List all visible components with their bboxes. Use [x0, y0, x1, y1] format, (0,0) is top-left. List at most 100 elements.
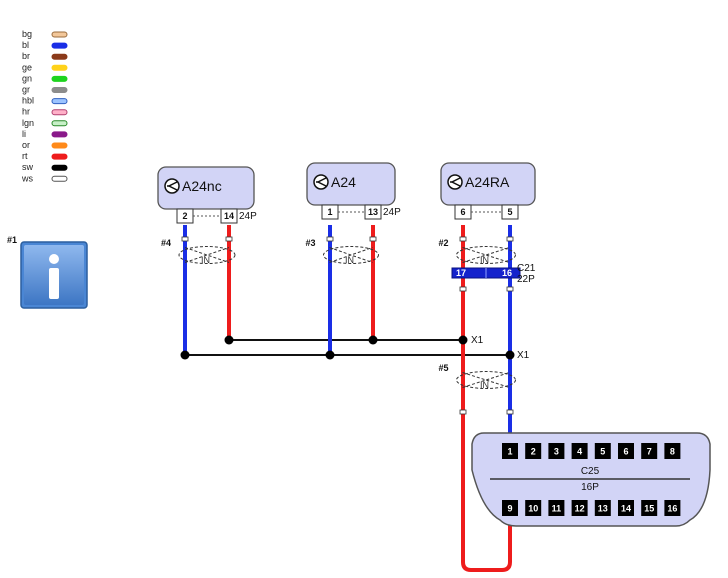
- c21-pin-16: 16: [502, 268, 512, 278]
- component-name: A24: [331, 174, 356, 190]
- c25-pin-6[interactable]: [618, 443, 634, 459]
- c25-pin-10[interactable]: [525, 500, 542, 516]
- c25-pin-label: 15: [644, 504, 654, 514]
- c21-pin-17: 17: [456, 268, 466, 278]
- pin-box: [220, 208, 238, 224]
- legend-swatch-gr: [51, 87, 68, 93]
- legend-swatch-ge: [51, 64, 68, 71]
- c25-pin-label: 5: [600, 447, 605, 457]
- c25-pin-2[interactable]: [525, 443, 542, 459]
- pin-number: 6: [460, 207, 465, 217]
- info-marker: #1: [7, 235, 17, 245]
- legend-swatch-sw: [51, 164, 68, 171]
- legend-code-sw: sw: [22, 162, 34, 172]
- legend-swatch-bg: [51, 31, 68, 38]
- c25-pin-label: 16: [667, 504, 677, 514]
- info-icon[interactable]: [20, 241, 88, 309]
- c25-pin-13[interactable]: [594, 500, 611, 516]
- c25-pin-11[interactable]: [548, 500, 565, 516]
- c25-pin-label: 14: [621, 504, 631, 514]
- pin-box: [501, 204, 519, 220]
- legend-code-br: br: [22, 51, 30, 61]
- sensor-icon: [447, 174, 463, 190]
- twist-marker: #5: [439, 363, 449, 373]
- twisted-pair-lower: IN #5: [439, 363, 516, 390]
- splice-label-x1-upper: X1: [471, 335, 484, 346]
- splice-dot-x1-blue[interactable]: [505, 350, 515, 360]
- c25-pin-label: 10: [528, 504, 538, 514]
- wire-c25-pin9-red-loop[interactable]: [461, 340, 512, 572]
- wire-tick: [506, 286, 514, 292]
- legend-swatch-gn: [51, 75, 68, 82]
- twisted-pair-a24ra: IN#2: [439, 238, 516, 265]
- wire-tick: [506, 236, 514, 242]
- c25-pin-12[interactable]: [571, 500, 588, 516]
- legend-code-gn: gn: [22, 73, 32, 83]
- c25-pin-label: 8: [670, 447, 675, 457]
- c25-label: C25: [581, 466, 600, 477]
- c25-pin-label: 6: [623, 447, 628, 457]
- pin-number: 2: [182, 211, 187, 221]
- c25-pin-16[interactable]: [664, 500, 681, 516]
- legend-swatch-hbl: [51, 98, 68, 105]
- wire-tick: [225, 236, 233, 242]
- c25-pin-3[interactable]: [548, 443, 565, 459]
- legend-swatch-hr: [51, 109, 68, 116]
- c25-pin-label: 13: [598, 504, 608, 514]
- wire-tick: [181, 236, 189, 242]
- c25-pin-count: 16P: [581, 482, 599, 493]
- component-a24ra[interactable]: A24RA 6 5: [440, 162, 536, 220]
- splice-dot: [224, 335, 234, 345]
- wire-tick: [369, 236, 377, 242]
- legend-swatch-or: [51, 142, 68, 149]
- pin-number: 13: [368, 207, 378, 217]
- component-a24[interactable]: A24 1 13 24P: [306, 162, 401, 220]
- pin-box: [364, 204, 382, 220]
- legend-swatch-ws: [51, 175, 68, 182]
- pin-number: 1: [327, 207, 332, 217]
- c25-pin-label: 2: [531, 447, 536, 457]
- c25-pin-15[interactable]: [641, 500, 658, 516]
- c25-pin-4[interactable]: [571, 443, 588, 459]
- c25-pin-7[interactable]: [641, 443, 658, 459]
- legend-swatch-br: [51, 53, 68, 60]
- component-name: A24RA: [465, 174, 510, 190]
- legend-code-gr: gr: [22, 85, 30, 95]
- legend-swatch-bl: [51, 42, 68, 49]
- legend-code-hbl: hbl: [22, 96, 34, 106]
- c25-pin-5[interactable]: [594, 443, 611, 459]
- twist-label: IN: [480, 380, 489, 390]
- inline-connector-c21[interactable]: 17 16 C21 22P: [451, 263, 536, 285]
- splice-dot: [368, 335, 378, 345]
- c25-pin-label: 3: [554, 447, 559, 457]
- c25-pin-8[interactable]: [664, 443, 681, 459]
- wire-tick: [459, 236, 467, 242]
- legend-code-rt: rt: [22, 151, 28, 161]
- twist-marker: #2: [439, 238, 449, 248]
- c25-pin-label: 12: [575, 504, 585, 514]
- c25-pin-9[interactable]: [502, 500, 518, 516]
- twist-marker: #4: [161, 238, 171, 248]
- pin-count: 24P: [383, 207, 401, 218]
- c25-pin-1[interactable]: [502, 443, 518, 459]
- pin-number: 5: [507, 207, 512, 217]
- twisted-pair-a24nc: IN#4: [161, 238, 236, 265]
- legend-code-ge: ge: [22, 62, 32, 72]
- splice-label-x1-lower: X1: [517, 350, 530, 361]
- twisted-pair-group: IN#4IN#3IN#2IN#5: [161, 238, 516, 390]
- c25-pin-14[interactable]: [618, 500, 634, 516]
- pin-count: 24P: [239, 211, 257, 222]
- legend-code-li: li: [22, 129, 26, 139]
- c21-label: C21: [517, 263, 536, 274]
- legend-swatch-li: [51, 131, 68, 138]
- splice-dot-x1-red[interactable]: [458, 335, 468, 345]
- c25-pin-label: 11: [552, 504, 562, 514]
- legend-swatch-rt: [51, 153, 68, 160]
- splice-dot: [180, 350, 190, 360]
- splice-dot: [325, 350, 335, 360]
